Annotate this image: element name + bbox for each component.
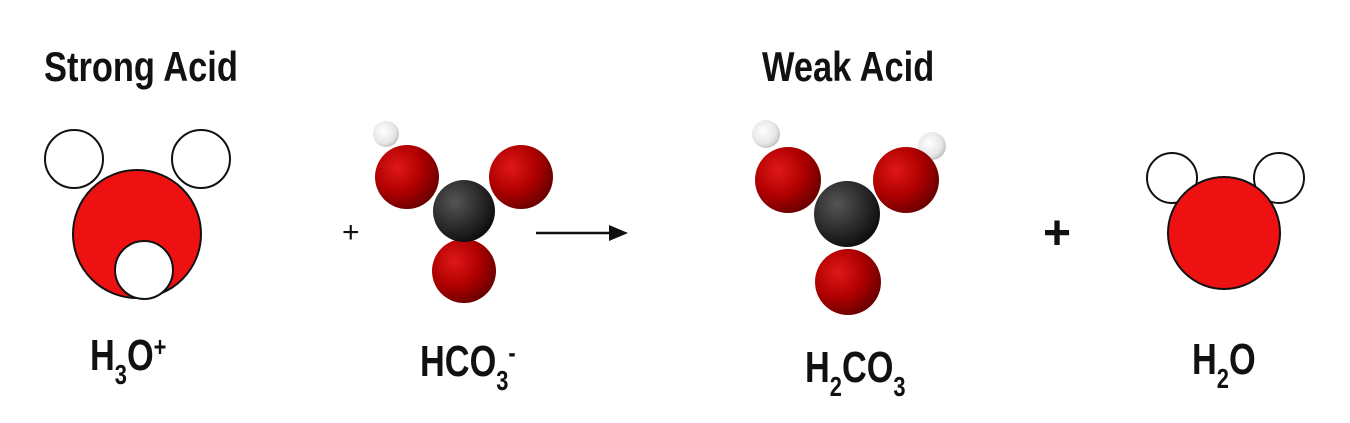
hydrogen-atom (114, 240, 174, 300)
formula-part: O (126, 331, 154, 380)
hydrogen-atom (373, 121, 399, 147)
hydrogen-atom (171, 129, 231, 189)
hydrogen-atom (1253, 152, 1305, 204)
oxygen-atom (375, 145, 439, 209)
formula-part: H (805, 343, 830, 392)
formula-part: CO (841, 343, 894, 392)
oxygen-atom (755, 147, 821, 213)
formula-hco3: HCO3- (420, 337, 516, 395)
carbon-atom (814, 181, 880, 247)
formula-subscript: 2 (829, 371, 842, 402)
oxygen-atom (1167, 176, 1281, 290)
water-molecule (1146, 152, 1305, 290)
oxygen-atom (873, 147, 939, 213)
formula-subscript: 2 (1216, 363, 1229, 394)
strong-acid-heading: Strong Acid (44, 43, 238, 90)
carbonic-acid-molecule (752, 120, 946, 315)
formula-subscript: 3 (496, 365, 509, 396)
hydrogen-atom (752, 120, 780, 148)
bicarbonate-molecule (373, 121, 553, 303)
plus-sign-right: + (1043, 207, 1072, 260)
hydrogen-atom (44, 129, 104, 189)
formula-subscript: 3 (114, 359, 127, 390)
hydrogen-atom (918, 132, 946, 160)
formula-part: H (90, 331, 115, 380)
oxygen-atom (489, 145, 553, 209)
hydrogen-atom (1146, 152, 1198, 204)
reaction-arrow (536, 225, 628, 241)
hydronium-molecule (44, 129, 231, 300)
formula-part: O (1228, 335, 1256, 384)
formula-part: H (1192, 335, 1217, 384)
oxygen-atom (815, 249, 881, 315)
carbon-atom (433, 180, 495, 242)
formula-subscript: 3 (893, 371, 906, 402)
formula-superscript: + (153, 331, 167, 362)
weak-acid-heading: Weak Acid (762, 43, 935, 90)
plus-sign-left: + (342, 216, 360, 249)
oxygen-atom (432, 239, 496, 303)
formula-superscript: - (508, 337, 516, 368)
formula-h2co3: H2CO3 (805, 343, 906, 401)
formula-h2o: H2O (1192, 335, 1256, 393)
formula-part: HCO (420, 337, 497, 386)
formula-h3o: H3O+ (90, 331, 167, 389)
